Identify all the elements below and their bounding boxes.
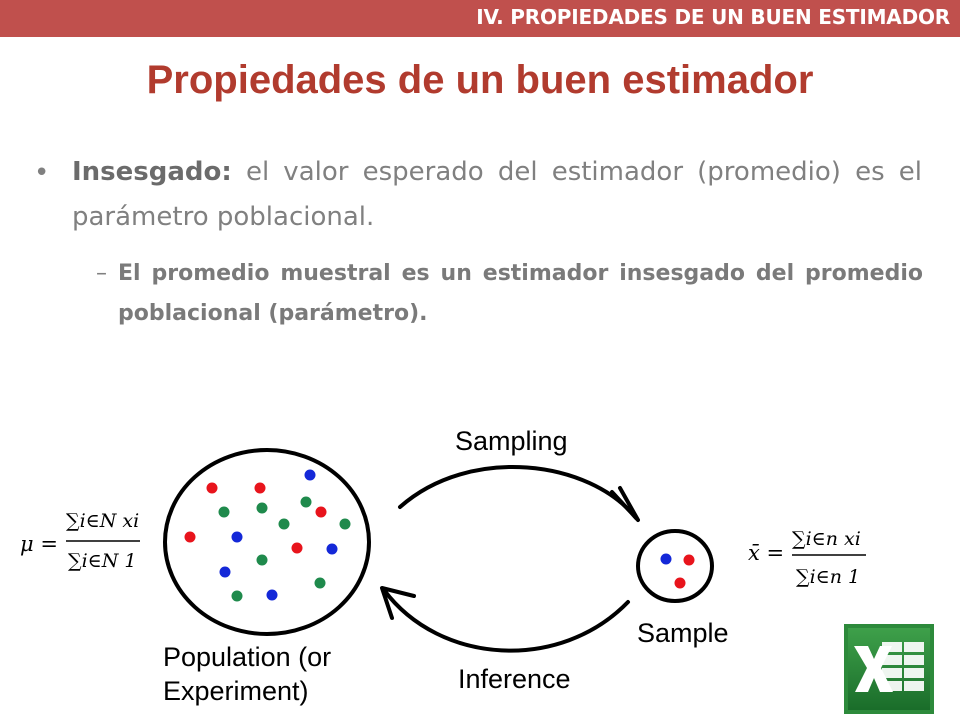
population-label-line2: Experiment) xyxy=(163,676,309,706)
sample-ellipse xyxy=(636,529,714,603)
dot-blue xyxy=(660,553,672,565)
inference-arrowhead xyxy=(380,586,416,620)
sample-dots xyxy=(660,553,695,589)
xbar-lhs: x̄ = xyxy=(748,541,784,565)
dot-red xyxy=(254,482,266,494)
bullet-text: el valor esperado del estimador (promedi… xyxy=(72,157,922,232)
dot-green xyxy=(278,518,290,530)
dot-green xyxy=(256,554,268,566)
dot-green xyxy=(218,506,230,518)
dot-green xyxy=(339,518,351,530)
dot-green xyxy=(231,590,243,602)
sampling-arrowhead xyxy=(610,486,640,522)
dot-red xyxy=(674,577,686,589)
dot-red xyxy=(315,506,327,518)
xbar-numerator: ∑i∈n xi xyxy=(792,528,861,550)
dot-green xyxy=(314,577,326,589)
sampling-inference-diagram: Sampling Inference Sample Population (or… xyxy=(20,426,866,706)
dot-green xyxy=(256,502,268,514)
dot-red xyxy=(683,554,695,566)
population-ellipse xyxy=(163,448,371,636)
sampling-label: Sampling xyxy=(455,426,568,456)
section-header-bar: IV. PROPIEDADES DE UN BUEN ESTIMADOR xyxy=(0,0,960,37)
sample-mean-formula: x̄ = ∑i∈n xi ∑i∈n 1 xyxy=(748,528,866,588)
dot-blue xyxy=(266,589,278,601)
bullet-marker: • xyxy=(34,158,50,188)
population-dots xyxy=(184,469,351,602)
inference-label: Inference xyxy=(458,664,571,694)
subbullet-promedio: El promedio muestral es un estimador ins… xyxy=(118,261,923,326)
population-mean-formula: μ = ∑i∈N xi ∑i∈N 1 xyxy=(20,510,140,572)
population-label-line1: Population (or xyxy=(163,642,331,672)
mu-numerator: ∑i∈N xi xyxy=(66,510,139,532)
dot-blue xyxy=(304,469,316,481)
sampling-arrow xyxy=(398,465,638,520)
dot-blue xyxy=(219,566,231,578)
section-header: IV. PROPIEDADES DE UN BUEN ESTIMADOR xyxy=(476,5,950,29)
dot-red xyxy=(184,531,196,543)
dot-green xyxy=(300,496,312,508)
bullet-insesgado: Insesgado: el valor esperado del estimad… xyxy=(72,150,922,240)
dot-red xyxy=(291,542,303,554)
slide-title: Propiedades de un buen estimador xyxy=(146,58,814,102)
dot-blue xyxy=(326,543,338,555)
mu-lhs: μ = xyxy=(20,532,58,556)
inference-arrow xyxy=(382,588,630,653)
dot-red xyxy=(206,482,218,494)
subbullet-marker: – xyxy=(96,261,107,286)
dot-blue xyxy=(231,531,243,543)
mu-denominator: ∑i∈N 1 xyxy=(68,550,136,572)
bullet-term: Insesgado: xyxy=(72,157,232,187)
xbar-denominator: ∑i∈n 1 xyxy=(796,566,860,588)
sample-label: Sample xyxy=(637,618,729,648)
excel-icon[interactable] xyxy=(844,624,934,714)
